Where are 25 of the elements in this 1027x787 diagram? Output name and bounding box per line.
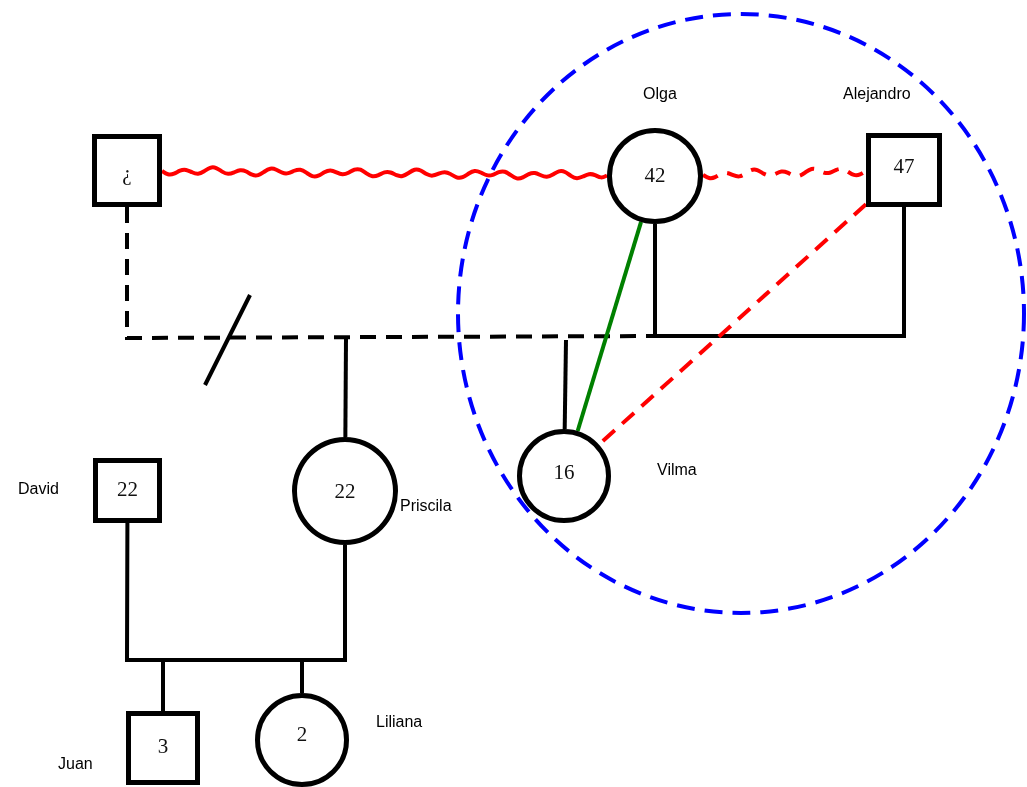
age-label: 42 xyxy=(643,163,667,188)
connector-line xyxy=(125,523,347,662)
dashed-circle xyxy=(456,12,1026,615)
age-label: 22 xyxy=(333,479,357,504)
connector-line xyxy=(562,339,568,430)
name-label: Olga xyxy=(643,85,677,103)
connector-line xyxy=(300,660,304,693)
name-label: Liliana xyxy=(376,713,423,731)
connector-line xyxy=(575,221,643,432)
age-label: 2 xyxy=(295,722,309,747)
name-label: David xyxy=(18,480,59,498)
male-square xyxy=(92,134,162,207)
name-label: Alejandro xyxy=(843,85,911,103)
connector-line xyxy=(161,660,165,711)
age-label: 16 xyxy=(552,460,576,485)
connector-line xyxy=(343,338,348,437)
name-label: Juan xyxy=(58,755,93,773)
age-label: ¿ xyxy=(121,161,133,186)
age-label: 47 xyxy=(892,154,916,179)
age-label: 3 xyxy=(156,734,170,759)
age-label: 22 xyxy=(116,477,139,502)
name-label: Vilma xyxy=(657,461,697,479)
name-label: Priscila xyxy=(400,497,452,515)
connector-line xyxy=(653,207,906,338)
wavy-line xyxy=(160,165,608,181)
